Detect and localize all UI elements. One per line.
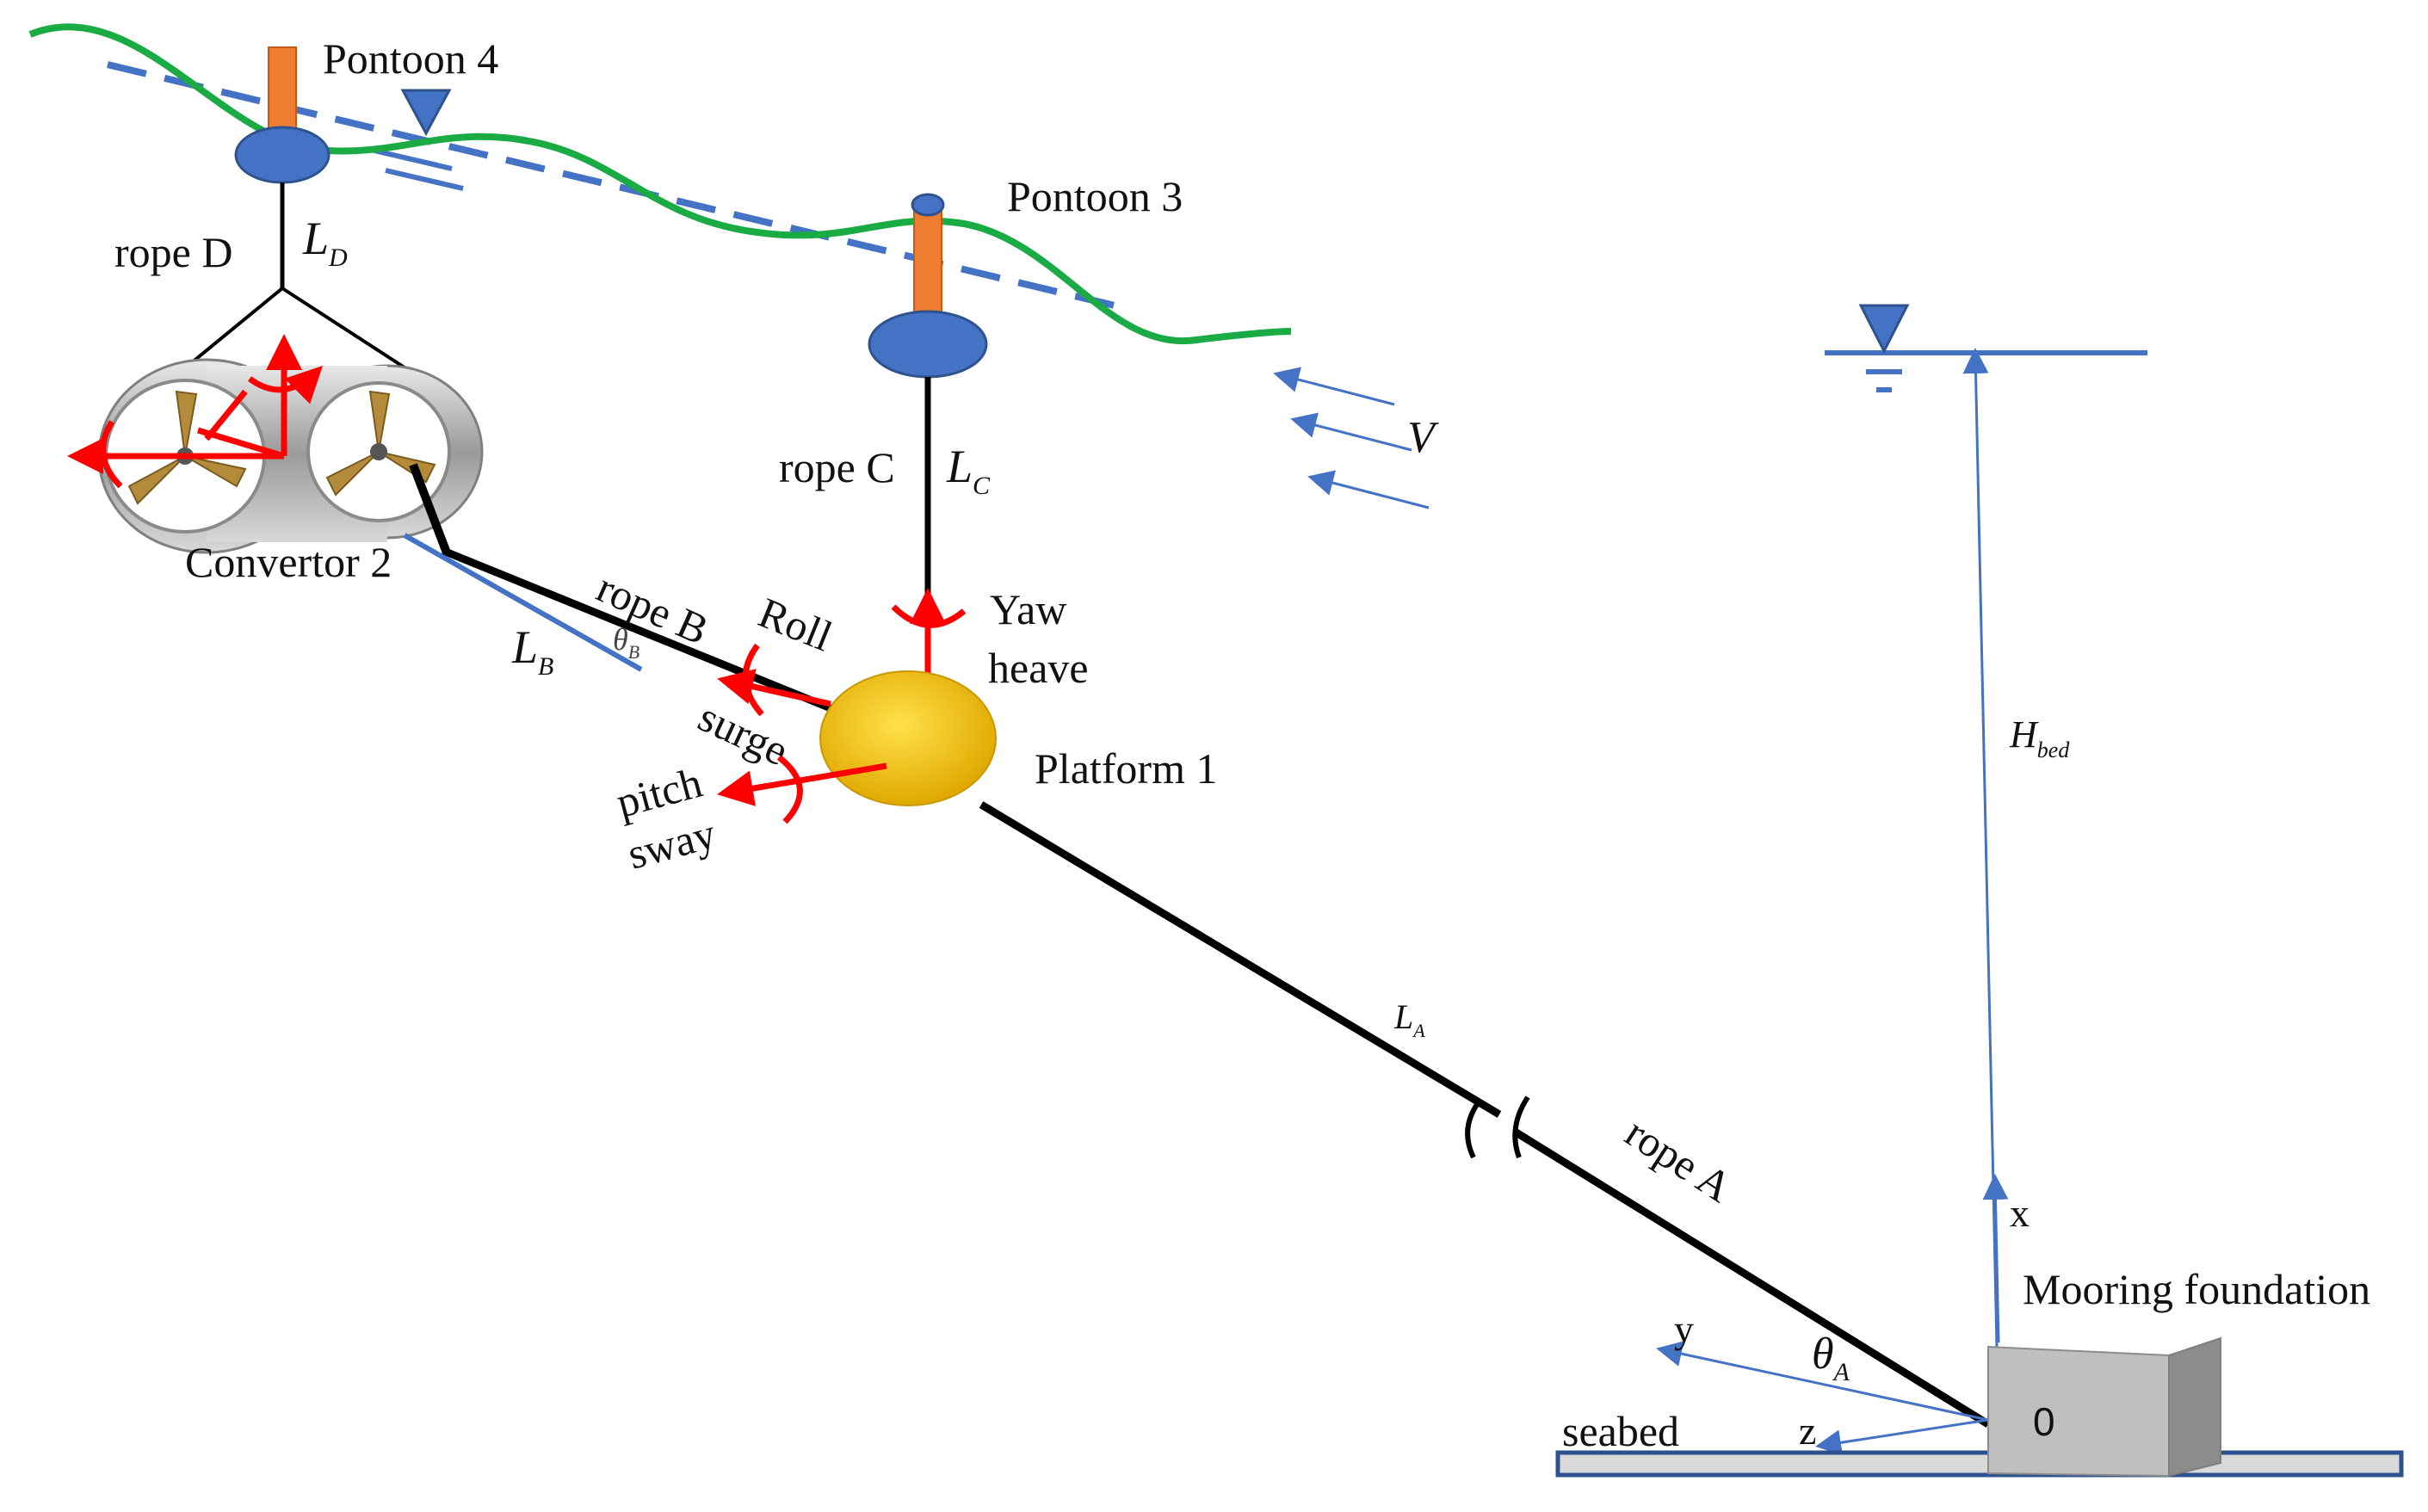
rope-a-lower: [1512, 1128, 1991, 1428]
pontoon-3: [868, 193, 988, 379]
x-axis-arrow: [1982, 1174, 2009, 1343]
convertor-2-label: Convertor 2: [185, 538, 392, 586]
seabed: [1555, 1450, 2404, 1478]
rope-a-break-mark: [1465, 1095, 1530, 1159]
water-ripples: [374, 148, 464, 191]
rope-b-label: rope B: [590, 563, 716, 654]
rope-d-label: rope D: [114, 228, 232, 276]
coordinate-axes: [1656, 1341, 1989, 1456]
rope-a-upper: [979, 801, 1502, 1118]
heave-label: heave: [988, 644, 1089, 692]
mean-water-level-dashed: [107, 61, 1115, 309]
hbed-symbol: Hbed: [2009, 713, 2070, 762]
ld-symbol: LD: [302, 213, 348, 272]
velocity-label: V: [1407, 413, 1439, 462]
lc-symbol: LC: [946, 441, 991, 500]
water-level-symbol: [400, 89, 452, 137]
rope-b-bridle: [409, 463, 452, 557]
rope-b: [442, 546, 837, 714]
surge-label: surge: [691, 692, 795, 775]
convertor-2: [97, 358, 484, 554]
mooring-foundation-label: Mooring foundation: [2023, 1265, 2370, 1313]
theta-b-symbol: θB: [613, 622, 639, 663]
mooring-foundation: [1987, 1336, 2221, 1478]
flow-arrows: [1273, 367, 1430, 509]
convertor-motion-arrows: [67, 334, 323, 489]
platform-1-label: Platform 1: [1035, 744, 1217, 793]
axis-z-label: z: [1799, 1409, 1816, 1453]
axis-x-label: x: [2010, 1191, 2030, 1235]
pontoon-4-label: Pontoon 4: [323, 34, 498, 83]
rope-c-label: rope C: [779, 443, 895, 491]
lb-symbol: LB: [511, 621, 553, 681]
platform-1: [819, 670, 997, 806]
pontoon-3-label: Pontoon 3: [1007, 172, 1183, 220]
axis-y-label: y: [1674, 1307, 1694, 1351]
rope-a-label: rope A: [1617, 1108, 1740, 1211]
platform-motion-arrows: [717, 643, 887, 824]
rope-b-reference: [403, 533, 643, 672]
right-water-level-symbol: [1858, 304, 1910, 355]
roll-label: Roll: [752, 588, 839, 660]
hbed-arrow: [1962, 348, 1999, 1348]
theta-a-symbol: θA: [1812, 1330, 1850, 1386]
origin-label: 0: [2033, 1399, 2055, 1444]
la-symbol: LA: [1393, 997, 1425, 1041]
seabed-label: seabed: [1562, 1407, 1679, 1455]
yaw-label: Yaw: [990, 585, 1066, 633]
